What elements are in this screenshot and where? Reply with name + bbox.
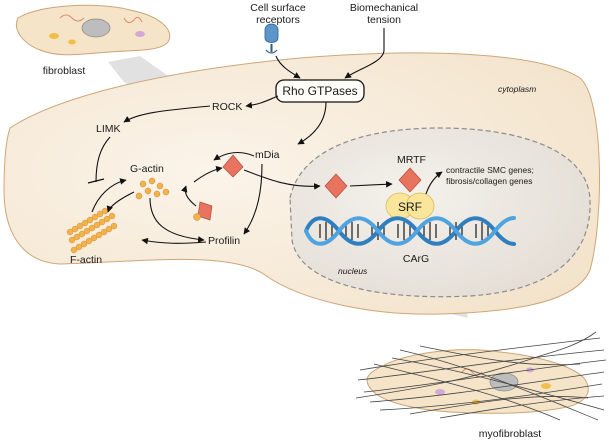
arrow-tension-to-rho	[344, 28, 385, 79]
genes-label-line2: fibrosis/collagen genes	[446, 176, 532, 186]
fibroblast-cell	[16, 4, 171, 56]
mdia-label: mDia	[255, 149, 280, 161]
receptor-icon	[264, 23, 279, 54]
mrtf-diamond-icon	[193, 154, 244, 221]
tension-label-line1: Biomechanical	[350, 2, 418, 14]
mrtf-label: MRTF	[397, 154, 426, 166]
srf-label: SRF	[398, 200, 422, 214]
receptors-label-line2: receptors	[256, 14, 300, 26]
inhibition-limk-to-cofilin	[95, 136, 111, 183]
dna-helix-icon	[304, 216, 516, 246]
arrow-rock-to-limk	[123, 105, 211, 123]
cytoplasm-label: cytoplasm	[498, 84, 536, 94]
rho-gtpases-label: Rho GTPases	[282, 84, 357, 98]
srf-protein-icon	[385, 192, 435, 220]
factin-label: F-actin	[70, 254, 102, 266]
limk-label: LIMK	[96, 123, 121, 135]
factin-filament-icon	[66, 207, 118, 254]
arrow-mdia-to-profilin	[243, 163, 263, 235]
arrow-mrtf-to-srf	[349, 180, 393, 188]
myofibroblast-label: myofibroblast	[479, 428, 542, 440]
arrow-mdia-to-gactin-loop	[213, 151, 255, 161]
arrow-srf-to-genes	[425, 171, 443, 195]
genes-label-line1: contractile SMC genes;	[446, 165, 534, 175]
inhibition-bar	[87, 178, 105, 184]
tension-label-line2: tension	[367, 14, 401, 26]
arrow-receptor-to-rho	[275, 55, 301, 79]
rock-label: ROCK	[212, 101, 242, 113]
nucleus	[289, 127, 591, 298]
arrow-gactin-to-mrtf	[193, 165, 223, 183]
arrow-mrtf-actin-release	[180, 185, 197, 207]
arrow-factin-to-gactin	[91, 178, 127, 213]
receptors-label-line1: Cell surface	[250, 2, 306, 14]
arrow-mrtf-to-nucleus	[243, 169, 321, 190]
mrtf-bound-icon	[398, 167, 422, 193]
gactin-monomer-icon	[135, 177, 170, 200]
gactin-label: G-actin	[130, 163, 164, 175]
rho-gtpases-box	[275, 79, 365, 103]
arrow-rho-to-mdia	[297, 101, 327, 145]
arrow-rho-to-rock	[245, 95, 279, 109]
fibroblast-label: fibroblast	[43, 65, 86, 77]
nucleus-label: nucleus	[338, 266, 368, 276]
mrtf-nuclear-icon	[324, 173, 348, 199]
arrow-gactin-to-factin	[106, 191, 135, 213]
profilin-label: Profilin	[208, 235, 240, 247]
arrow-gactin-to-profilin	[149, 197, 205, 243]
stress-fibers	[355, 331, 607, 421]
carg-label: CArG	[403, 253, 429, 265]
